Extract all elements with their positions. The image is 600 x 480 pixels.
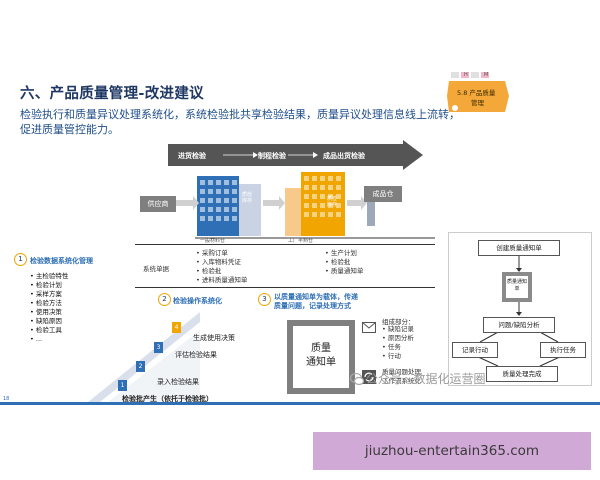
parts-list: 缺陷记录 原因分析 任务 行动	[382, 325, 414, 361]
flowchart-doc: 质量通知单	[506, 276, 528, 298]
warehouse-building-small	[367, 200, 375, 226]
page-number: 18	[3, 396, 10, 402]
page-subtitle: 检验执行和质量异议处理系统化，系统检验批共享检验结果，质量异议处理信息线上流转，…	[20, 108, 460, 136]
list-item: 质量通知单	[325, 267, 364, 276]
badge-letter-h: H	[464, 72, 468, 78]
section-1-title: 检验数据系统化管理	[30, 257, 93, 265]
process-flow-arrow: 进货检验 制程检验 成品出货检验	[168, 140, 423, 170]
list-item: 任务	[382, 343, 414, 352]
flowchart-record: 记录行动	[452, 342, 498, 358]
finished-goods-box: 成品仓	[364, 186, 402, 202]
list-item: ...	[30, 335, 68, 344]
staircase-graphic	[88, 312, 200, 402]
system-docs-right-list: 生产计划 检验批 质量通知单	[325, 249, 364, 276]
hexagon-badge-icon	[447, 72, 509, 112]
flow-stage-3: 成品出货检验	[323, 152, 365, 160]
list-item: 主检验特性	[30, 272, 69, 281]
section-1-list: 主检验特性 检验计划 采样方案 检验方法 使用决策 缺陷原因 检验工具 ...	[30, 272, 69, 344]
warehouse-label-2: 工厂半熟仓	[288, 238, 314, 244]
url-link[interactable]: jiuzhou-entertain365.com	[364, 443, 540, 459]
warehouse-label-1: 一般材料仓	[200, 238, 226, 244]
slide: 六、产品质量管理-改进建议 检验执行和质量异议处理系统化，系统检验批共享检验结果…	[0, 0, 600, 405]
flow-stage-1: 进货检验	[178, 152, 206, 160]
section-2-bottom-label: 检验批产生（依托于检验批）	[122, 395, 213, 403]
footer-rule	[0, 402, 600, 405]
warehouse-building-blue	[197, 176, 261, 236]
supplier-box: 供应商	[140, 196, 176, 212]
store-label-1: 质检库存	[242, 192, 253, 204]
list-item: 生产计划	[325, 249, 363, 258]
step-2-marker: 2	[136, 361, 145, 372]
module-badge: H M 5.8 产品质量 管理	[447, 72, 509, 112]
flowchart-analysis: 问题/缺陷分析	[483, 317, 555, 333]
step-1-label: 录入检验结果	[157, 378, 199, 386]
divider-top	[135, 244, 435, 245]
step-1-marker: 1	[118, 380, 127, 391]
watermark-text: 公众号 · 数据化运营圈	[366, 372, 486, 386]
list-item: 进料质量通知单	[196, 276, 248, 285]
envelope-icon	[362, 322, 376, 333]
section-2-number: 2	[158, 293, 171, 306]
list-item: 缺陷记录	[382, 325, 414, 334]
list-item: 缺陷原因	[30, 317, 68, 326]
section-3-title-line2: 质量问题，记录处理方式	[274, 302, 351, 310]
section-3-number: 3	[258, 293, 271, 306]
warehouse-building-orange	[285, 172, 345, 236]
list-item: 检验批	[325, 258, 363, 267]
step-4-marker: 4	[172, 322, 181, 333]
store-label-2: 质检库存	[327, 196, 338, 208]
system-docs-left-list: 采购订单 入库物料凭证 检验批 进料质量通知单	[196, 249, 248, 285]
flowchart-execute: 执行任务	[540, 342, 586, 358]
list-item: 检验批	[196, 267, 247, 276]
badge-text-1: 5.8 产品质量	[457, 89, 496, 97]
notification-doc: 质量 通知单	[293, 326, 349, 388]
divider-bottom	[135, 287, 435, 288]
step-3-label: 评估检验结果	[175, 351, 217, 359]
list-item: 行动	[382, 352, 414, 361]
badge-letter-m: M	[484, 72, 489, 78]
badge-text-2: 管理	[471, 99, 484, 107]
flowchart-panel	[448, 232, 592, 386]
list-item: 采购订单	[196, 249, 247, 258]
section-2-title: 检验操作系统化	[173, 297, 222, 305]
list-item: 采样方案	[30, 290, 68, 299]
list-item: 入库物料凭证	[196, 258, 247, 267]
system-docs-label: 系统单据	[143, 265, 169, 273]
section-3-title: 以质量通知单为载体，传递 质量问题，记录处理方式	[274, 293, 358, 311]
flowchart-create: 创建质量通知单	[478, 240, 560, 256]
page-title: 六、产品质量管理-改进建议	[20, 86, 204, 102]
workflow-label: 质量问题处理 工作流系统化	[382, 368, 421, 386]
section-3-title-line1: 以质量通知单为载体，传递	[274, 293, 358, 301]
step-4-label: 生成使用决策	[193, 334, 235, 342]
workflow-label-line1: 质量问题处理	[382, 368, 421, 376]
workflow-label-line2: 工作流系统化	[382, 377, 421, 385]
parts-title: 组成部分：	[382, 318, 415, 326]
notification-doc-line2: 通知单	[306, 357, 336, 368]
step-3-marker: 3	[154, 342, 163, 353]
notification-doc-line1: 质量	[311, 343, 331, 354]
warehouse-diagram	[175, 172, 435, 239]
list-item: 原因分析	[382, 334, 414, 343]
list-item: 检验方法	[30, 299, 68, 308]
list-item: 检验工具	[30, 326, 68, 335]
wechat-icon	[350, 372, 364, 386]
section-1-number: 1	[14, 253, 27, 266]
url-banner	[313, 432, 591, 470]
flowchart-done: 质量处理完成	[486, 366, 558, 382]
list-item: 检验计划	[30, 281, 68, 290]
flow-stage-2: 制程检验	[258, 152, 286, 160]
loop-arrows-icon	[362, 370, 376, 384]
list-item: 使用决策	[30, 308, 68, 317]
